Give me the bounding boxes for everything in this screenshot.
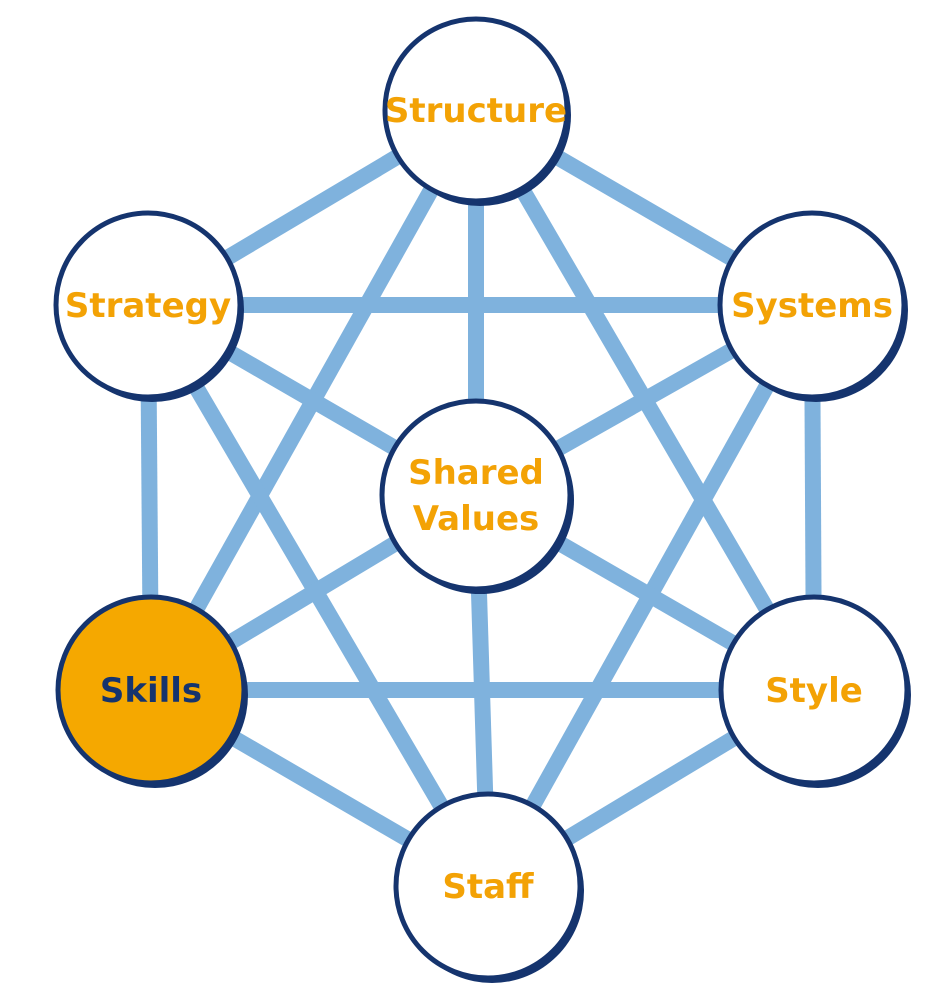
node-circle	[717, 210, 907, 400]
node-circle	[55, 594, 247, 786]
node-label: Strategy	[65, 286, 231, 326]
node-circle	[53, 210, 243, 400]
node-label: Style	[765, 671, 863, 711]
node-circle	[379, 398, 573, 592]
node-label: Shared	[408, 453, 544, 493]
node-label: Values	[413, 499, 540, 539]
node-staff: Staff	[393, 791, 584, 983]
node-circle	[718, 594, 910, 786]
node-label: Staff	[442, 867, 534, 907]
node-structure: Structure	[382, 16, 571, 206]
node-style: Style	[718, 594, 911, 788]
node-label: Systems	[731, 286, 893, 326]
node-circle	[393, 791, 583, 981]
node-circle	[382, 16, 570, 204]
node-label: Skills	[100, 671, 202, 711]
node-strategy: Strategy	[53, 210, 244, 402]
node-skills: Skills	[55, 594, 248, 788]
node-label: Structure	[385, 91, 567, 131]
node-systems: Systems	[717, 210, 908, 402]
